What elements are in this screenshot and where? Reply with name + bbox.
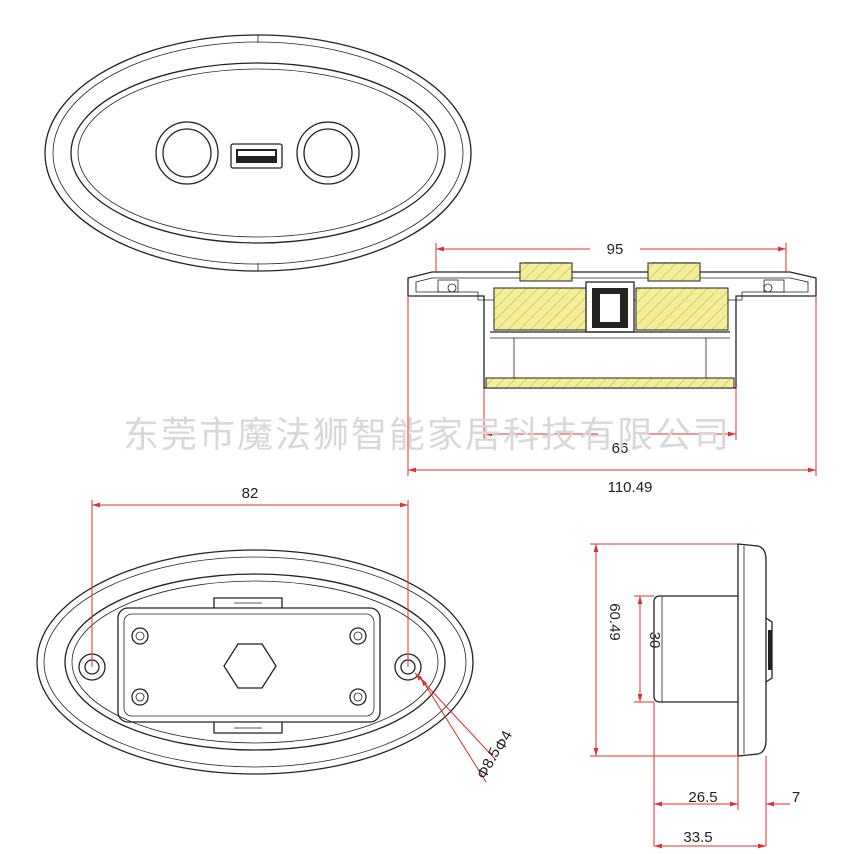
right-screw-head — [763, 283, 773, 293]
leader-phi4 — [414, 672, 497, 761]
dim-95-label: 95 — [607, 241, 624, 258]
dim-26-label: 26.5 — [688, 789, 717, 806]
dim-110-label: 110.49 — [608, 479, 653, 496]
dim-66-label: 66 — [612, 440, 629, 457]
dim-30-label: 30 — [646, 632, 663, 649]
left-screw-head — [447, 283, 457, 293]
bottom-clip-tab — [213, 722, 283, 734]
screw-boss-top-right — [349, 627, 367, 645]
left-clip — [437, 279, 459, 293]
top-view-face-panel — [70, 62, 446, 244]
left-button — [155, 121, 219, 185]
top-view — [44, 34, 472, 272]
usb-port — [230, 143, 283, 169]
profile-rear-body — [653, 595, 738, 703]
left-button-cap-section — [519, 262, 573, 282]
housing-base-section — [485, 377, 735, 389]
top-clip-tab — [213, 597, 283, 608]
rear-housing — [117, 607, 381, 723]
leader-phi8-5 — [420, 677, 487, 783]
bottom-view-outer-rim — [36, 549, 474, 775]
top-view-face-inner — [77, 68, 439, 238]
dim-33-label: 33.5 — [683, 829, 712, 846]
bottom-view-back-inner — [71, 580, 439, 744]
bottom-view: 82 Φ4 Φ8.5 — [36, 485, 516, 783]
center-hex-boss — [223, 643, 277, 689]
left-button-body-section — [493, 287, 587, 331]
rear-housing-inner — [123, 613, 375, 717]
screw-boss-bottom-right — [349, 688, 367, 706]
usb-module-cavity — [600, 294, 620, 322]
profile-view: 60.49 30 26.5 7 33.5 — [590, 543, 800, 849]
bottom-view-back-panel — [64, 573, 446, 751]
company-watermark: 东莞市魔法狮智能家居科技有限公司 — [123, 415, 731, 456]
bottom-view-rim-inner — [43, 556, 467, 768]
right-button-cap-section — [647, 262, 701, 282]
screw-boss-top-left — [131, 627, 149, 645]
right-button-body-section — [635, 287, 729, 331]
side-section-view: 95 66 110.49 — [407, 241, 817, 496]
right-clip — [763, 279, 785, 293]
profile-flange — [737, 543, 767, 757]
dim-7-label: 7 — [792, 789, 800, 806]
right-button — [296, 121, 360, 185]
dim-82-label: 82 — [242, 485, 259, 502]
profile-button-cap — [768, 630, 772, 670]
screw-boss-bottom-left — [131, 688, 149, 706]
dim-60-label: 60.49 — [606, 603, 623, 641]
